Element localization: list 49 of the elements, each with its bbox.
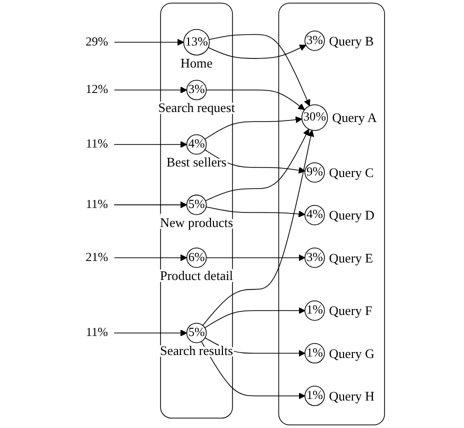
cluster (160, 2, 233, 418)
node-text: 11% (86, 138, 108, 151)
arrow (114, 254, 188, 262)
arrow (206, 90, 305, 110)
node-circle: 3% (304, 30, 325, 51)
node-circle: 3% (186, 80, 207, 100)
node-circle: 9% (304, 162, 325, 183)
node-caption: Home (180, 55, 213, 70)
arrow (114, 141, 188, 148)
arrow (208, 44, 306, 59)
node-circle: 1% (304, 300, 325, 321)
node-circle: 3% (304, 248, 325, 268)
node-caption: Query E (329, 250, 373, 266)
arrow (114, 330, 188, 336)
node-caption: Query A (332, 110, 377, 126)
arrow (114, 201, 188, 208)
cluster (278, 2, 385, 426)
arrow (201, 341, 306, 400)
arrow (204, 307, 306, 328)
arrow (206, 206, 306, 218)
node-text: 11% (86, 326, 108, 340)
node-circle: 4% (304, 204, 325, 226)
node-circle: 13% (183, 29, 210, 56)
arrow (202, 130, 314, 326)
node-caption: Best sellers (166, 154, 226, 170)
node-circle: 30% (301, 104, 328, 131)
node-text: 29% (86, 35, 108, 48)
arrow (114, 86, 188, 94)
node-circle: 6% (186, 248, 207, 268)
arrow (205, 128, 310, 202)
node-caption: Query F (329, 303, 372, 318)
arrow (208, 34, 310, 106)
arrow (204, 149, 306, 174)
node-circle: 4% (186, 134, 207, 155)
arrow (114, 38, 184, 46)
node-circle: 5% (186, 322, 207, 344)
node-text: 21% (86, 250, 108, 264)
node-text: 11% (86, 198, 108, 211)
node-circle: 1% (304, 386, 325, 406)
node-caption: Query C (329, 165, 374, 180)
node-circle: 1% (304, 343, 325, 364)
node-caption: Query H (329, 388, 374, 404)
arrow (206, 254, 306, 262)
node-text: 12% (86, 83, 108, 96)
arrow (204, 116, 302, 140)
node-caption: Query D (329, 208, 374, 223)
node-caption: Query B (329, 33, 374, 48)
node-caption: Query G (329, 346, 374, 361)
node-circle: 5% (186, 194, 207, 215)
